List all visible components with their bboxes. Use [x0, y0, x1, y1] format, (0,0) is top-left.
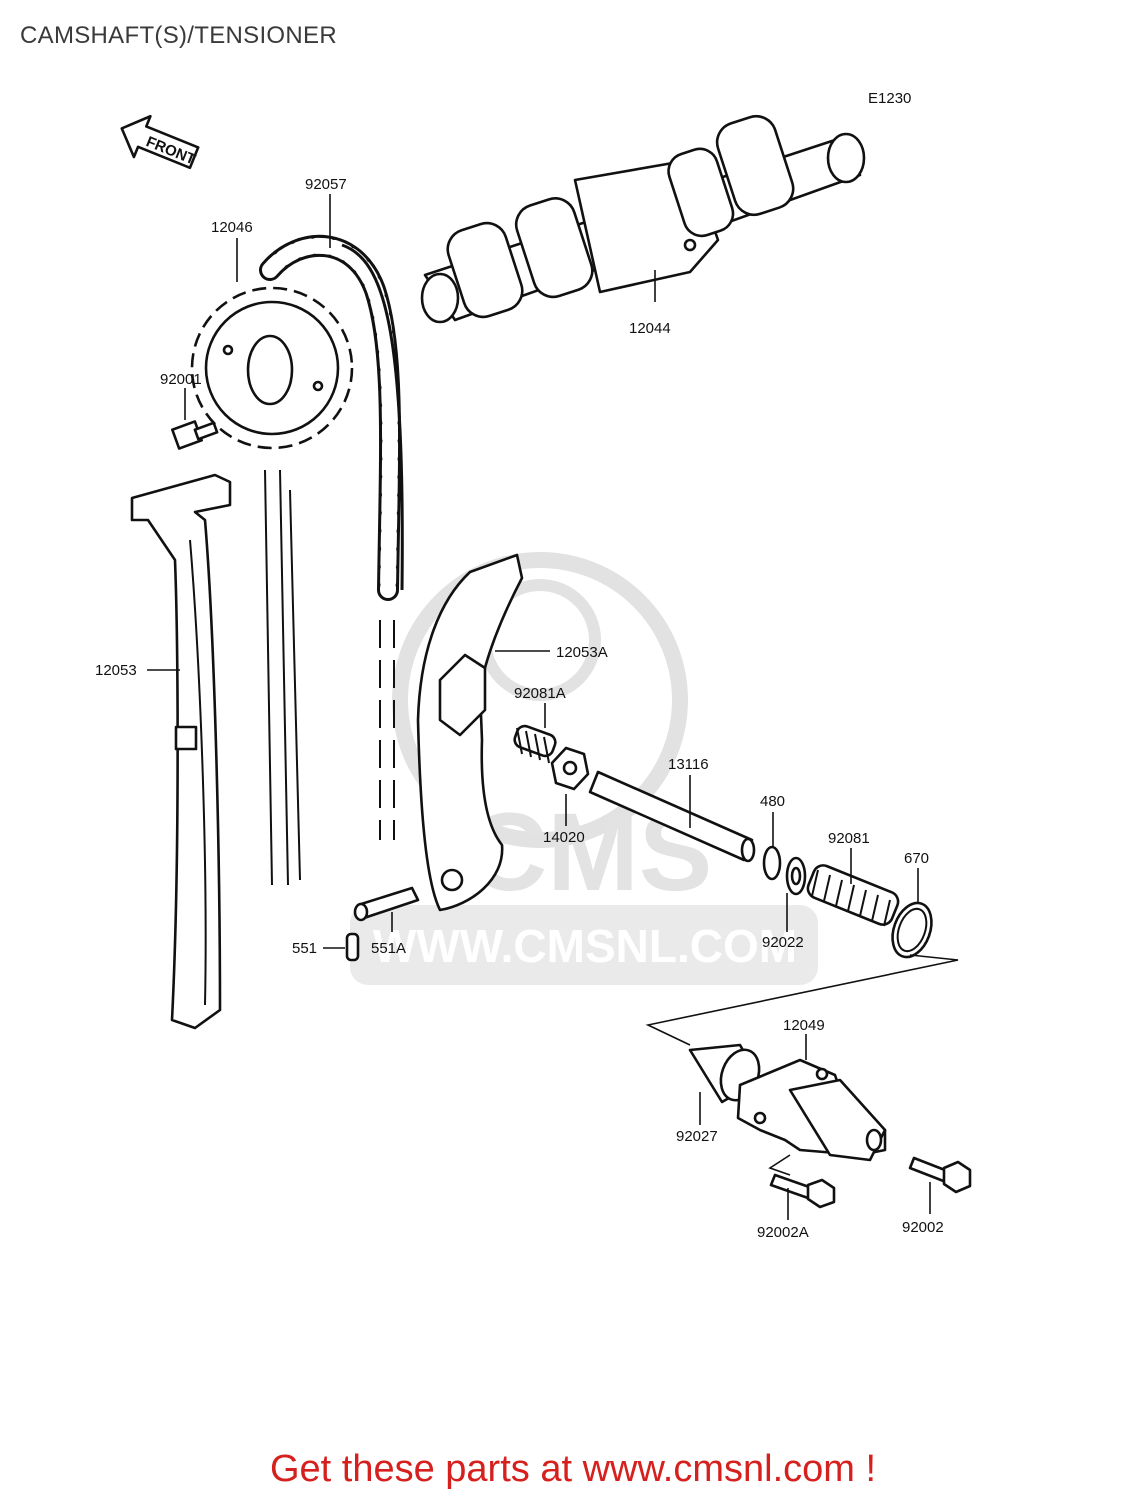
nut-14020	[550, 746, 590, 791]
pin-551a	[353, 886, 420, 922]
page-title: CAMSHAFT(S)/TENSIONER	[20, 22, 337, 49]
front-arrow-icon: FRONT	[120, 114, 200, 170]
part-label-12044: 12044	[629, 320, 671, 337]
part-label-92081: 92081	[828, 830, 870, 847]
diagram-code: E1230	[868, 90, 911, 107]
camshaft	[420, 114, 866, 324]
watermark: CMS WWW.CMSNL.COM	[350, 552, 818, 985]
part-label-12053: 12053	[95, 662, 137, 679]
part-label-480: 480	[760, 793, 785, 810]
part-label-551: 551	[292, 940, 317, 957]
part-label-670: 670	[904, 850, 929, 867]
bolt-92001	[171, 420, 219, 450]
cam-chain	[259, 234, 404, 886]
part-label-92081a: 92081A	[514, 685, 566, 702]
spring-92081	[806, 864, 900, 927]
push-rod	[588, 770, 756, 863]
part-label-92057: 92057	[305, 176, 347, 193]
part-label-92027: 92027	[676, 1128, 718, 1145]
leader-lines	[147, 194, 931, 1220]
part-label-13116: 13116	[668, 756, 709, 773]
washer-92022	[785, 856, 807, 896]
part-label-92022: 92022	[762, 934, 804, 951]
part-label-12046: 12046	[211, 219, 253, 236]
part-label-92002a: 92002A	[757, 1224, 809, 1241]
part-label-12053a: 12053A	[556, 644, 608, 661]
footer-link[interactable]: Get these parts at www.cmsnl.com !	[269, 1448, 877, 1490]
pin-551	[345, 932, 360, 962]
watermark-badge	[350, 905, 818, 985]
bolt-92002a	[769, 1173, 836, 1209]
part-label-14020: 14020	[543, 829, 585, 846]
o-ring-670	[891, 901, 933, 959]
part-label-12049: 12049	[783, 1017, 825, 1034]
part-label-551a: 551A	[371, 940, 406, 957]
tensioner-guide	[416, 553, 524, 912]
part-label-92001: 92001	[160, 371, 202, 388]
washer-480	[762, 845, 782, 881]
watermark-url: WWW.CMSNL.COM	[373, 920, 797, 972]
chain-guide	[130, 473, 232, 1030]
part-label-92002: 92002	[902, 1219, 944, 1236]
bolt-92002	[908, 1156, 972, 1194]
spring-92081a	[513, 724, 557, 764]
cam-sprocket	[190, 286, 354, 450]
tensioner-body	[736, 1058, 887, 1162]
